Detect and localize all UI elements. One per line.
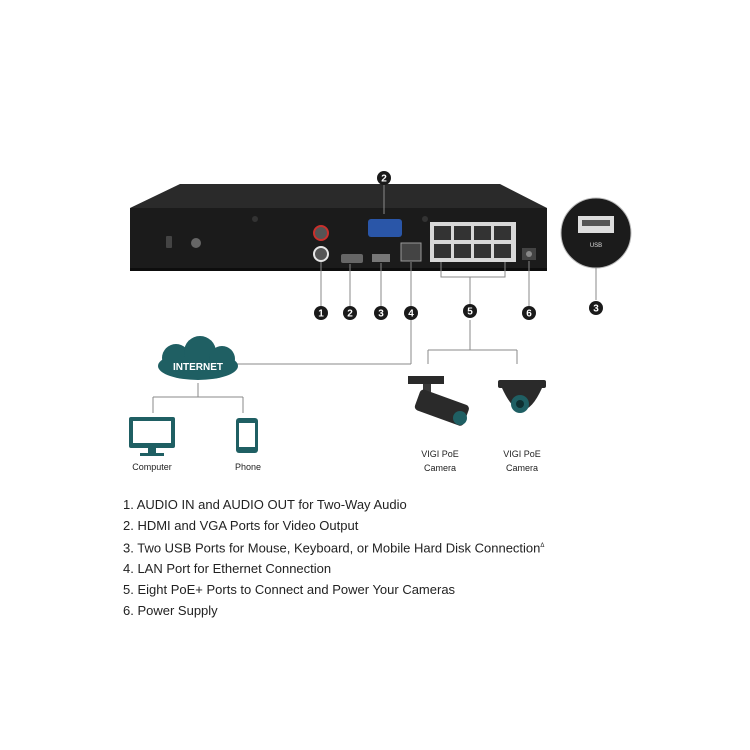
phone-label: Phone: [235, 462, 261, 472]
computer-icon: [129, 417, 175, 456]
feature-list: 1. AUDIO IN and AUDIO OUT for Two-Way Au…: [123, 494, 544, 621]
camera1-label-line2: Camera: [424, 463, 456, 473]
callout-number: 4: [408, 309, 414, 320]
callout-number: 2: [347, 309, 353, 320]
hdmi-port: [341, 254, 363, 263]
feature-item: 1. AUDIO IN and AUDIO OUT for Two-Way Au…: [123, 497, 407, 512]
callout-number: 5: [467, 307, 473, 318]
callout-number: 3: [378, 309, 384, 320]
callout-number: 6: [526, 309, 532, 320]
feature-item: 5. Eight PoE+ Ports to Connect and Power…: [123, 582, 456, 598]
callout-marker: [374, 306, 388, 320]
lan-port: [400, 242, 422, 262]
vga-port: [368, 219, 402, 237]
camera2-label-line1: VIGI PoE: [503, 449, 541, 459]
usb-port: [372, 254, 390, 262]
callout-marker: [463, 304, 477, 318]
feature-item: 3. Two USB Ports for Mouse, Keyboard, or…: [123, 540, 545, 556]
bullet-camera-icon: [408, 376, 469, 426]
callout-number: 1: [318, 309, 324, 320]
callout-marker: [377, 171, 391, 185]
audio-out-port: [313, 246, 329, 262]
footnote-mark: Δ: [540, 543, 545, 549]
usb-inset-label: USB: [590, 243, 602, 249]
callout-number: 3: [593, 304, 599, 315]
camera2-label-line2: Camera: [506, 463, 538, 473]
internet-label: INTERNET: [173, 362, 223, 373]
audio-in-port: [313, 225, 329, 241]
dome-camera-icon: [498, 380, 546, 413]
callout-marker: [522, 306, 536, 320]
callout-number: 2: [381, 174, 387, 185]
nvr-top-face: [130, 184, 547, 208]
internet-cloud-icon: [158, 336, 238, 380]
security-slot-icon: [166, 236, 172, 248]
feature-item: 4. LAN Port for Ethernet Connection: [123, 561, 332, 577]
callout-marker: [314, 306, 328, 320]
feature-item: 6. Power Supply: [123, 603, 218, 619]
callout-marker: [404, 306, 418, 320]
camera1-label-line1: VIGI PoE: [421, 449, 459, 459]
feature-item: 2. HDMI and VGA Ports for Video Output: [123, 518, 359, 533]
phone-icon: [236, 418, 258, 453]
callout-marker: [589, 301, 603, 315]
computer-label: Computer: [132, 462, 172, 472]
callout-marker: [343, 306, 357, 320]
ground-screw-icon: [191, 238, 201, 248]
